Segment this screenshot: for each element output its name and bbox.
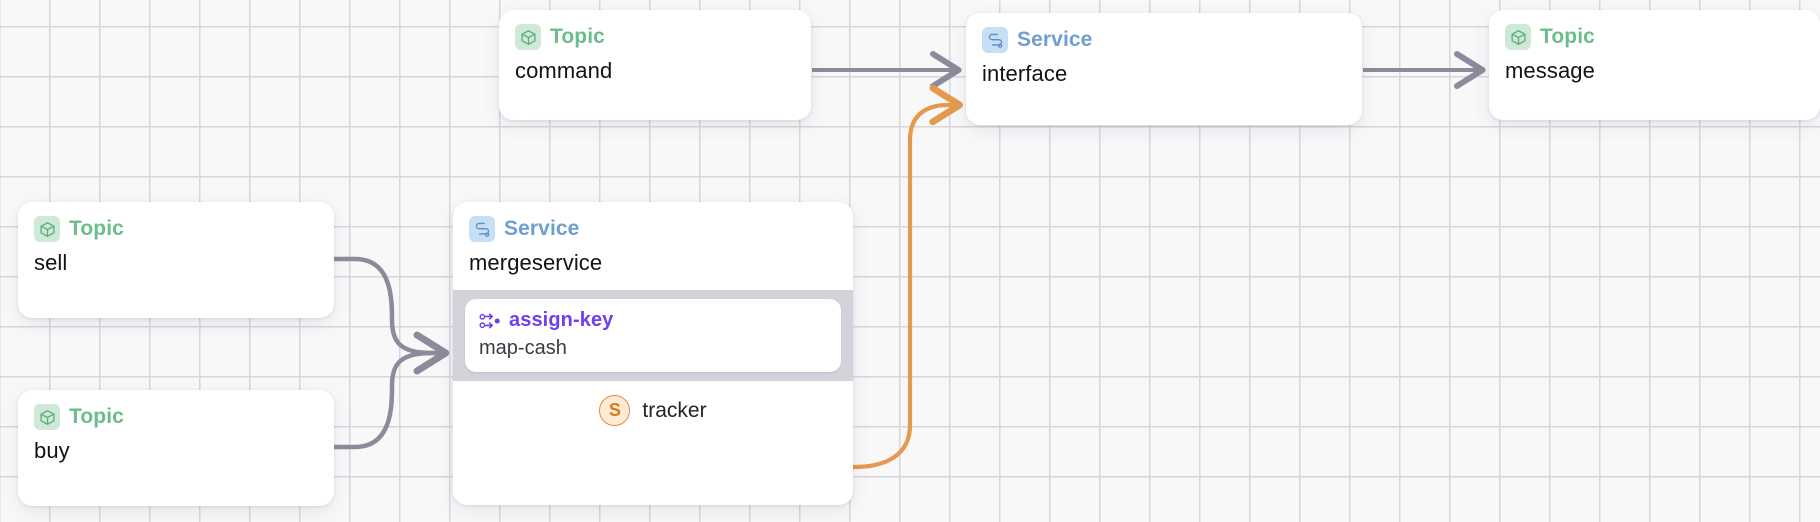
processor-kind-label: assign-key — [509, 309, 614, 331]
node-title: mergeservice — [469, 250, 603, 275]
node-kind-label: Service — [504, 217, 580, 240]
node-title: command — [515, 58, 613, 83]
cube-icon — [1505, 24, 1531, 50]
edge-buy-to-assign-key — [332, 331, 450, 450]
node-header: Topic — [499, 10, 811, 50]
node-title: sell — [34, 250, 68, 275]
node-title: message — [1505, 58, 1595, 83]
node-buy[interactable]: Topic buy — [18, 390, 334, 506]
node-kind-label: Topic — [1540, 25, 1595, 48]
node-header: Service — [966, 13, 1362, 53]
processor-assign-key[interactable]: assign-key map-cash — [465, 299, 841, 372]
route-icon — [982, 27, 1008, 53]
cube-icon — [34, 404, 60, 430]
node-header: Service — [453, 202, 853, 242]
processor-header: assign-key — [479, 309, 827, 332]
node-message[interactable]: Topic message — [1489, 10, 1820, 120]
cube-icon — [515, 24, 541, 50]
node-interface[interactable]: Service interface — [966, 13, 1362, 125]
tracker-avatar: S — [599, 395, 631, 426]
node-sell[interactable]: Topic sell — [18, 202, 334, 318]
node-kind-label: Topic — [550, 25, 605, 48]
edge-sell-to-assign-key — [332, 256, 450, 375]
node-kind-label: Topic — [69, 405, 124, 428]
node-mergeservice[interactable]: Service mergeservice — [453, 202, 853, 505]
processor-selection-band: assign-key map-cash — [453, 290, 853, 381]
node-kind-label: Service — [1017, 28, 1093, 51]
node-header: Topic — [1489, 10, 1820, 50]
node-title: buy — [34, 438, 70, 463]
cube-icon — [34, 216, 60, 242]
merge-key-icon — [479, 311, 501, 331]
processor-title: map-cash — [479, 337, 567, 359]
node-header: Topic — [18, 390, 334, 430]
tracker-label: tracker — [642, 398, 707, 422]
node-command[interactable]: Topic command — [499, 10, 811, 120]
edge-tracker-to-interface — [851, 84, 964, 470]
node-title: interface — [982, 61, 1068, 86]
tracker-row[interactable]: S tracker — [453, 381, 853, 442]
route-icon — [469, 216, 495, 242]
node-header: Topic — [18, 202, 334, 242]
node-kind-label: Topic — [69, 217, 124, 240]
